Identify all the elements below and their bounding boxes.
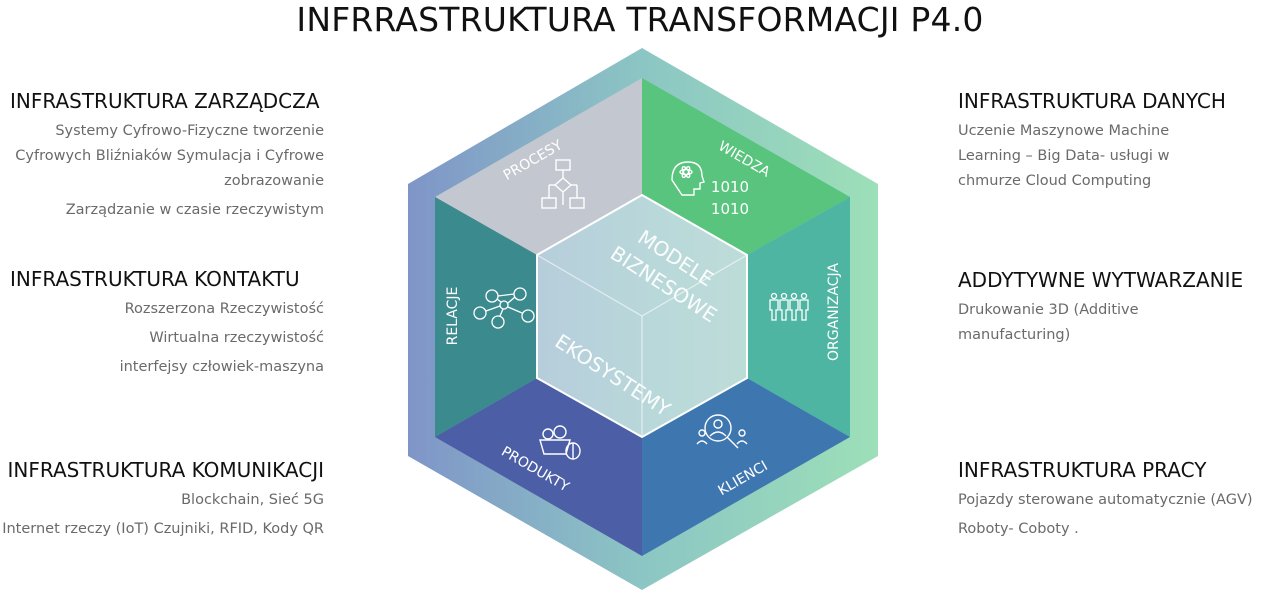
- block-line: Blockchain, Sieć 5G: [181, 492, 324, 508]
- block-zarzadcza: INFRASTRUKTURA ZARZĄDCZA Systemy Cyfrowo…: [10, 88, 324, 223]
- cube-edge: [641, 254, 748, 317]
- segment-relacje: [435, 197, 537, 437]
- segment-organizacja: [747, 197, 850, 437]
- block-line: chmurze Cloud Computing: [958, 173, 1152, 189]
- block-line: Pojazdy sterowane automatycznie (AGV): [958, 492, 1253, 508]
- block-line: Rozszerzona Rzeczywistość: [124, 301, 324, 317]
- cube-edge: [536, 254, 643, 317]
- block-line: Learning – Big Data- usługi w: [958, 148, 1170, 164]
- block-line: Cyfrowych Bliźniaków Symulacja i Cyfrowe: [15, 148, 324, 164]
- page-title: INFRRASTRUKTURA TRANSFORMACJI P4.0: [296, 0, 984, 39]
- block-title: ADDYTYWNE WYTWARZANIE: [958, 268, 1244, 292]
- block-addytywne: ADDYTYWNE WYTWARZANIE Drukowanie 3D (Add…: [958, 267, 1258, 348]
- block-kontaktu: INFRASTRUKTURA KONTAKTU Rozszerzona Rzec…: [10, 266, 324, 380]
- label-organizacja: ORGANIZACJA: [826, 263, 842, 361]
- block-line: interfejsy człowiek-maszyna: [119, 359, 324, 375]
- block-pracy: INFRASTRUKTURA PRACY Pojazdy sterowane a…: [958, 457, 1268, 542]
- binary-line-1: 1010: [711, 178, 749, 196]
- block-line: Roboty- Coboty .: [958, 521, 1079, 537]
- segment-produkty: [435, 378, 642, 556]
- block-line: Wirtualna rzeczywistość: [149, 330, 324, 346]
- binary-line-2: 1010: [711, 200, 749, 218]
- customer-search-icon: [696, 414, 748, 449]
- block-title: INFRASTRUKTURA PRACY: [958, 458, 1207, 482]
- block-title: INFRASTRUKTURA ZARZĄDCZA: [10, 89, 320, 113]
- segment-klienci: [642, 378, 850, 556]
- block-title: INFRASTRUKTURA KOMUNIKACJI: [7, 458, 325, 482]
- atom-head-icon: [671, 161, 705, 196]
- block-title: INFRASTRUKTURA DANYCH: [958, 89, 1226, 113]
- segment-wiedza: [642, 78, 850, 255]
- fruit-basket-icon: [539, 425, 581, 460]
- network-people-icon: [473, 287, 535, 329]
- block-line: Uczenie Maszynowe Machine: [958, 123, 1170, 139]
- block-line: Zarządzanie w czasie rzeczywistym: [65, 202, 324, 218]
- block-line: Drukowanie 3D (Additive: [958, 302, 1139, 318]
- team-people-icon: [769, 292, 809, 321]
- label-relacje: RELACJE: [445, 287, 461, 346]
- hexagon-diagram: PROCESY WIEDZA ORGANIZACJA KLIENCI PRODU…: [408, 48, 878, 590]
- block-line: Internet rzeczy (IoT) Czujniki, RFID, Ko…: [2, 521, 324, 537]
- block-line: Systemy Cyfrowo-Fizyczne tworzenie: [55, 123, 324, 139]
- segment-procesy: [435, 78, 642, 255]
- block-title: INFRASTRUKTURA KONTAKTU: [10, 267, 300, 291]
- block-line: zobrazowanie: [224, 173, 324, 189]
- flowchart-icon: [541, 159, 585, 209]
- block-danych: INFRASTRUKTURA DANYCH Uczenie Maszynowe …: [958, 88, 1258, 194]
- block-komunikacji: INFRASTRUKTURA KOMUNIKACJI Blockchain, S…: [0, 457, 324, 542]
- block-line: manufacturing): [958, 327, 1071, 343]
